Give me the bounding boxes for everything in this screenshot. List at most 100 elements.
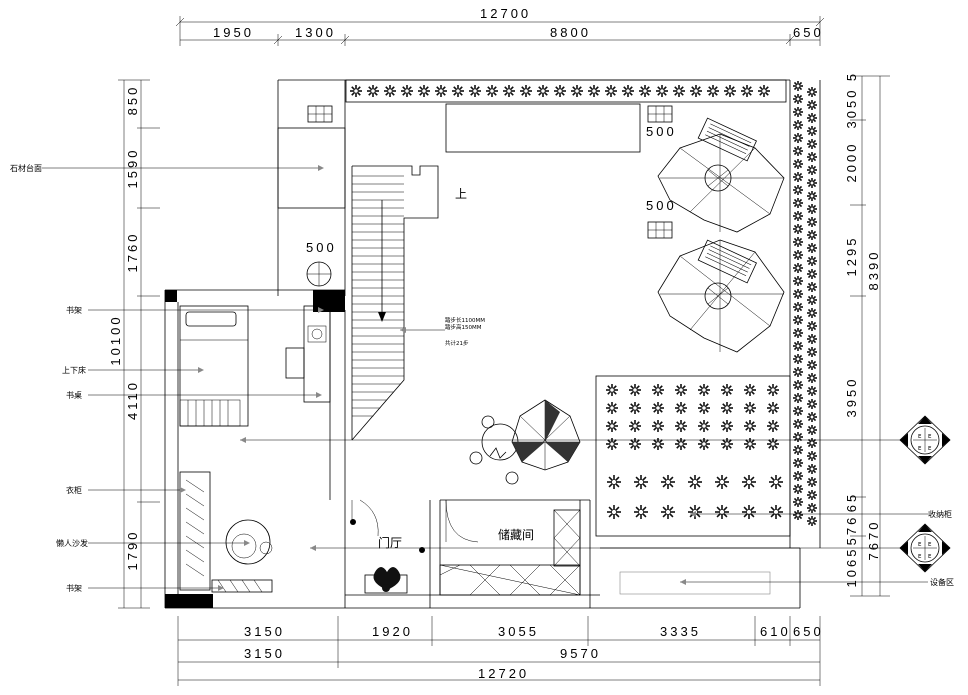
left-total-dimension: 10100 — [108, 314, 123, 365]
wardrobe — [179, 471, 211, 591]
garden-flower — [698, 420, 710, 432]
hedge-shrub — [807, 477, 817, 487]
garden-flower — [652, 402, 664, 414]
planter-flower — [622, 85, 634, 97]
planter-flower — [486, 85, 498, 97]
garden-flower — [744, 402, 756, 414]
hedge-shrub — [793, 445, 803, 455]
garden-flower — [744, 420, 756, 432]
planter-flower — [571, 85, 583, 97]
hedge-right — [793, 81, 817, 526]
planter-flower — [367, 85, 379, 97]
hedge-shrub — [807, 295, 817, 305]
hedge-shrub — [793, 94, 803, 104]
hedge-shrub — [793, 276, 803, 286]
hedge-shrub — [807, 308, 817, 318]
label-equipment-area: 设备区 — [930, 577, 954, 587]
hedge-shrub — [793, 510, 803, 520]
garden-flower — [698, 402, 710, 414]
hedge-shrub — [793, 497, 803, 507]
bottom-dimension-3: 3055 — [498, 624, 539, 639]
elevation-marker-2 — [899, 523, 951, 573]
label-lazy-sofa: 懒人沙发 — [56, 538, 88, 548]
garden-flower — [721, 402, 733, 414]
hedge-shrub — [807, 152, 817, 162]
hedge-shrub — [793, 133, 803, 143]
hedge-shrub — [807, 87, 817, 97]
garden-flower — [652, 438, 664, 450]
window-dimension-1: 500 — [306, 240, 337, 255]
top-dimension-3: 8800 — [550, 25, 591, 40]
garden-flower — [606, 420, 618, 432]
hedge-shrub — [793, 172, 803, 182]
left-dimension-4: 4110 — [125, 380, 140, 420]
garden-flower — [721, 384, 733, 396]
desk — [285, 305, 331, 403]
right-dimension-5: 3950 — [844, 377, 859, 418]
planter-flower — [690, 85, 702, 97]
garden-flower — [629, 402, 641, 414]
garden-flower — [767, 438, 779, 450]
elevation-marker-1-label-d: E — [928, 446, 932, 452]
label-bookshelf-bottom: 书架 — [66, 583, 82, 593]
window-symbols — [306, 105, 673, 287]
garden-shrub — [742, 475, 756, 489]
planter-top — [345, 79, 787, 103]
hedge-shrub — [807, 425, 817, 435]
garden-shrub — [688, 475, 702, 489]
hedge-shrub — [807, 269, 817, 279]
label-bookshelf-top: 书架 — [66, 305, 82, 315]
garden-flower — [744, 438, 756, 450]
hedge-shrub — [807, 230, 817, 240]
garden-shrub — [634, 505, 648, 519]
garden-flower — [767, 384, 779, 396]
umbrella-lounger-1 — [657, 117, 785, 233]
label-desk: 书桌 — [66, 390, 82, 400]
planter-flower — [656, 85, 668, 97]
hedge-shrub — [793, 263, 803, 273]
left-dimension-3: 1760 — [125, 232, 140, 273]
elevation-marker-1 — [899, 415, 951, 465]
hedge-shrub — [793, 315, 803, 325]
hedge-shrub — [793, 198, 803, 208]
hedge-shrub — [793, 120, 803, 130]
garden-flower — [629, 438, 641, 450]
building-walls — [164, 79, 821, 609]
planter-flower — [758, 85, 770, 97]
right-total-dimension-2: 7670 — [866, 520, 881, 561]
entry-plant — [364, 567, 408, 594]
hedge-shrub — [793, 237, 803, 247]
patio-table-umbrella — [469, 399, 581, 485]
garden-flower — [629, 420, 641, 432]
garden-flower — [606, 438, 618, 450]
left-dimension-1: 850 — [125, 85, 140, 116]
hedge-shrub — [807, 399, 817, 409]
planter-flower — [401, 85, 413, 97]
planter-flower — [520, 85, 532, 97]
garden-shrub — [607, 505, 621, 519]
hedge-shrub — [793, 289, 803, 299]
hedge-shrub — [793, 432, 803, 442]
label-bunk-bed: 上下床 — [62, 365, 86, 375]
top-dimension-2: 1300 — [295, 25, 336, 40]
hedge-shrub — [807, 490, 817, 500]
hedge-shrub — [793, 471, 803, 481]
equipment-box — [619, 571, 771, 595]
garden-shrub — [634, 475, 648, 489]
planter-flower — [741, 85, 753, 97]
hedge-shrub — [793, 302, 803, 312]
garden-shrub — [607, 475, 621, 489]
hedge-shrub — [793, 211, 803, 221]
bottom-dimension-1: 3150 — [244, 624, 285, 639]
top-dimension-lines — [175, 16, 825, 46]
right-dimension-4: 1295 — [844, 236, 859, 277]
leader-lines — [42, 165, 928, 591]
right-dimension-8: 1065 — [844, 547, 859, 588]
garden-shrub — [742, 505, 756, 519]
hedge-shrub — [807, 412, 817, 422]
hedge-shrub — [793, 354, 803, 364]
garden-flower — [606, 402, 618, 414]
elevation-marker-2-label-b: E — [928, 542, 932, 548]
hedge-shrub — [807, 438, 817, 448]
garden-flower — [606, 384, 618, 396]
